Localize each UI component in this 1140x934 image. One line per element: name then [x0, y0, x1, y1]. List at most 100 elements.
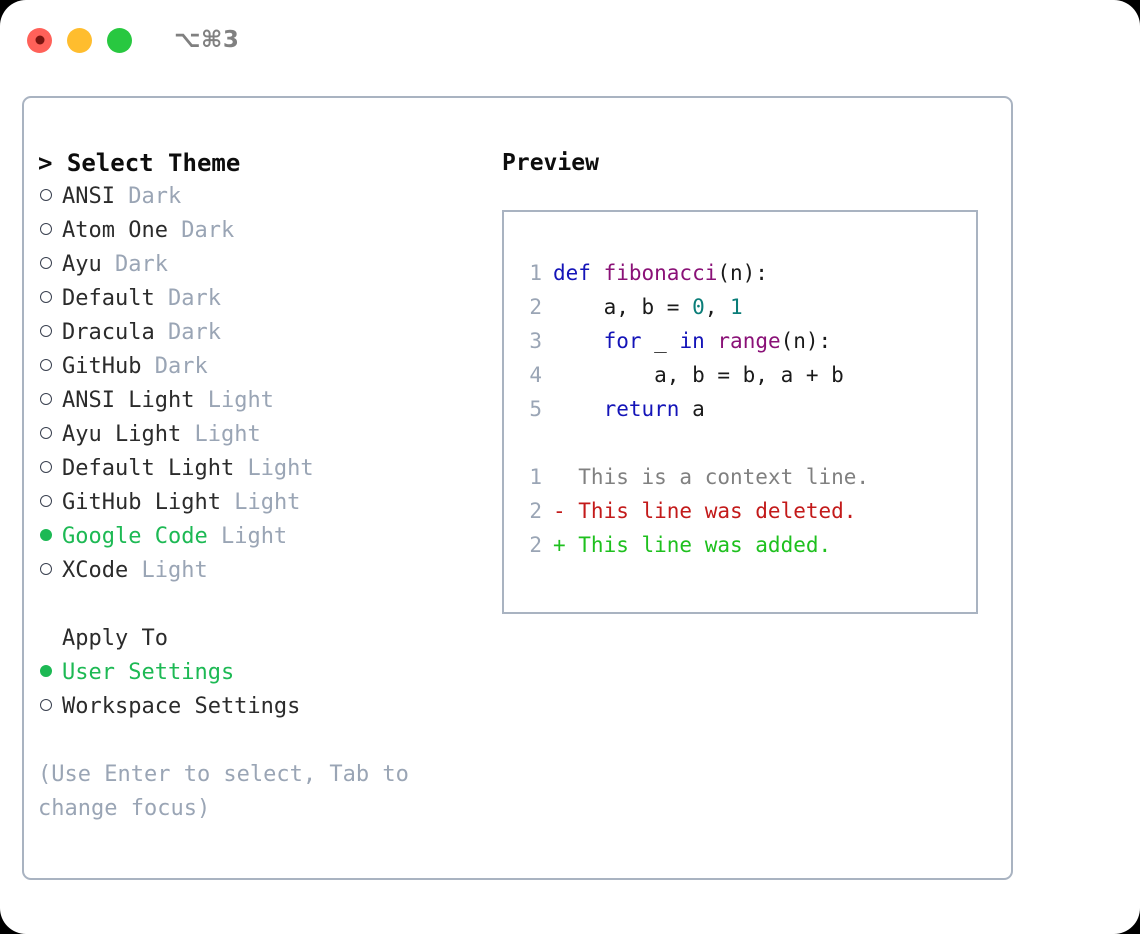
- code-token-plain: ,: [704, 295, 731, 319]
- preview-heading: Preview: [502, 150, 599, 176]
- code-token-plain: a, b = b, a + b: [553, 363, 844, 387]
- theme-name: GitHub: [62, 354, 142, 379]
- title-bar: ⌥⌘3: [0, 0, 1140, 80]
- code-token-plain: a, b =: [553, 295, 693, 319]
- theme-mode-badge: Light: [247, 456, 314, 481]
- shortcut-label: ⌥⌘3: [174, 27, 240, 53]
- code-line: 1 def fibonacci(n):: [516, 256, 976, 290]
- theme-option-google-code[interactable]: Google Code Light: [38, 520, 478, 554]
- theme-mode-badge: Dark: [167, 286, 221, 311]
- spacer: [181, 418, 194, 452]
- diff-line: 1 This is a context line.: [516, 460, 976, 494]
- code-line: 4 a, b = b, a + b: [516, 358, 976, 392]
- theme-name: Dracula: [62, 320, 155, 345]
- spacer: [168, 214, 181, 248]
- theme-option-ayu[interactable]: Ayu Dark: [38, 248, 478, 282]
- line-number: 5: [529, 397, 542, 421]
- select-theme-heading: > Select Theme: [38, 149, 241, 177]
- line-number: 2: [529, 499, 542, 523]
- theme-mode-badge: Light: [234, 490, 301, 515]
- theme-name: Default: [62, 286, 155, 311]
- spacer: [221, 486, 234, 520]
- code-token-plain: [553, 324, 604, 358]
- keyboard-hint: (Use Enter to select, Tab to change focu…: [38, 762, 423, 821]
- minimize-button-icon[interactable]: [67, 27, 92, 53]
- theme-mode-badge: Dark: [181, 218, 235, 243]
- theme-name: Atom One: [62, 218, 168, 243]
- theme-mode-badge: Dark: [115, 252, 168, 277]
- theme-option-dracula[interactable]: Dracula Dark: [38, 316, 478, 350]
- theme-name: GitHub Light: [62, 490, 221, 515]
- code-token-plain: (n):: [780, 329, 832, 353]
- line-number: 2: [529, 533, 542, 557]
- theme-name: ANSI: [62, 184, 115, 209]
- spacer: [115, 180, 128, 214]
- code-token-plain: [705, 324, 718, 358]
- apply-to-option-user-settings[interactable]: User Settings: [38, 656, 478, 690]
- theme-mode-badge: Dark: [167, 320, 221, 345]
- apply-to-label: Workspace Settings: [62, 694, 301, 719]
- theme-option-ansi-light[interactable]: ANSI Light Light: [38, 384, 478, 418]
- code-token-plain: [553, 392, 604, 426]
- apply-to-label: User Settings: [62, 660, 235, 685]
- theme-name: Ayu Light: [62, 422, 182, 447]
- theme-name: ANSI Light: [62, 388, 195, 413]
- code-token-fn: range: [717, 329, 781, 353]
- spacer: [155, 282, 168, 316]
- line-number: 1: [529, 261, 542, 285]
- theme-option-ansi[interactable]: ANSI Dark: [38, 180, 478, 214]
- code-token-add: + This line was added.: [553, 533, 832, 557]
- diff-line: 2 + This line was added.: [516, 528, 976, 562]
- theme-mode-badge: Light: [220, 524, 288, 549]
- recording-indicator-icon: [35, 35, 44, 45]
- line-number: 3: [529, 329, 542, 353]
- spacer: [102, 248, 115, 282]
- theme-option-default-light[interactable]: Default Light Light: [38, 452, 478, 486]
- code-token-num: 0: [692, 295, 705, 319]
- code-token-fn: fibonacci: [603, 261, 718, 285]
- theme-mode-badge: Light: [194, 422, 261, 447]
- line-number: 4: [529, 363, 542, 387]
- theme-name: XCode: [62, 558, 129, 583]
- theme-mode-badge: Light: [141, 558, 208, 583]
- theme-option-xcode[interactable]: XCode Light: [38, 554, 478, 588]
- close-button-icon[interactable]: [27, 27, 52, 53]
- diff-sample: 1 This is a context line.2- This line wa…: [516, 460, 976, 562]
- code-token-plain: (n):: [717, 261, 768, 285]
- apply-to-option-workspace-settings[interactable]: Workspace Settings: [38, 690, 478, 724]
- apply-to-heading: Apply To: [62, 626, 168, 651]
- code-line: 5 return a: [516, 392, 976, 426]
- theme-name: Ayu: [62, 252, 102, 277]
- code-token-kw: def: [553, 261, 604, 285]
- code-token-ctx: This is a context line.: [553, 465, 870, 489]
- theme-mode-badge: Dark: [154, 354, 208, 379]
- code-line: 3 for _ in range(n):: [516, 324, 976, 358]
- spacer: [141, 350, 154, 384]
- theme-option-ayu-light[interactable]: Ayu Light Light: [38, 418, 478, 452]
- code-token-kw: return: [603, 397, 680, 421]
- spacer: [208, 520, 221, 554]
- code-token-kw: for: [603, 329, 642, 353]
- code-spacer: [516, 426, 976, 460]
- theme-option-github-light[interactable]: GitHub Light Light: [38, 486, 478, 520]
- code-line: 2 a, b = 0, 1: [516, 290, 976, 324]
- theme-option-default[interactable]: Default Dark: [38, 282, 478, 316]
- spacer: [128, 554, 141, 588]
- diff-line: 2- This line was deleted.: [516, 494, 976, 528]
- theme-mode-badge: Dark: [128, 184, 182, 209]
- spacer: [194, 384, 207, 418]
- line-number: 2: [529, 295, 542, 319]
- theme-mode-badge: Light: [207, 388, 274, 413]
- code-token-plain: a: [679, 397, 705, 421]
- theme-option-github[interactable]: GitHub Dark: [38, 350, 478, 384]
- line-number: 1: [529, 465, 542, 489]
- theme-option-atom-one[interactable]: Atom One Dark: [38, 214, 478, 248]
- zoom-button-icon[interactable]: [107, 27, 132, 53]
